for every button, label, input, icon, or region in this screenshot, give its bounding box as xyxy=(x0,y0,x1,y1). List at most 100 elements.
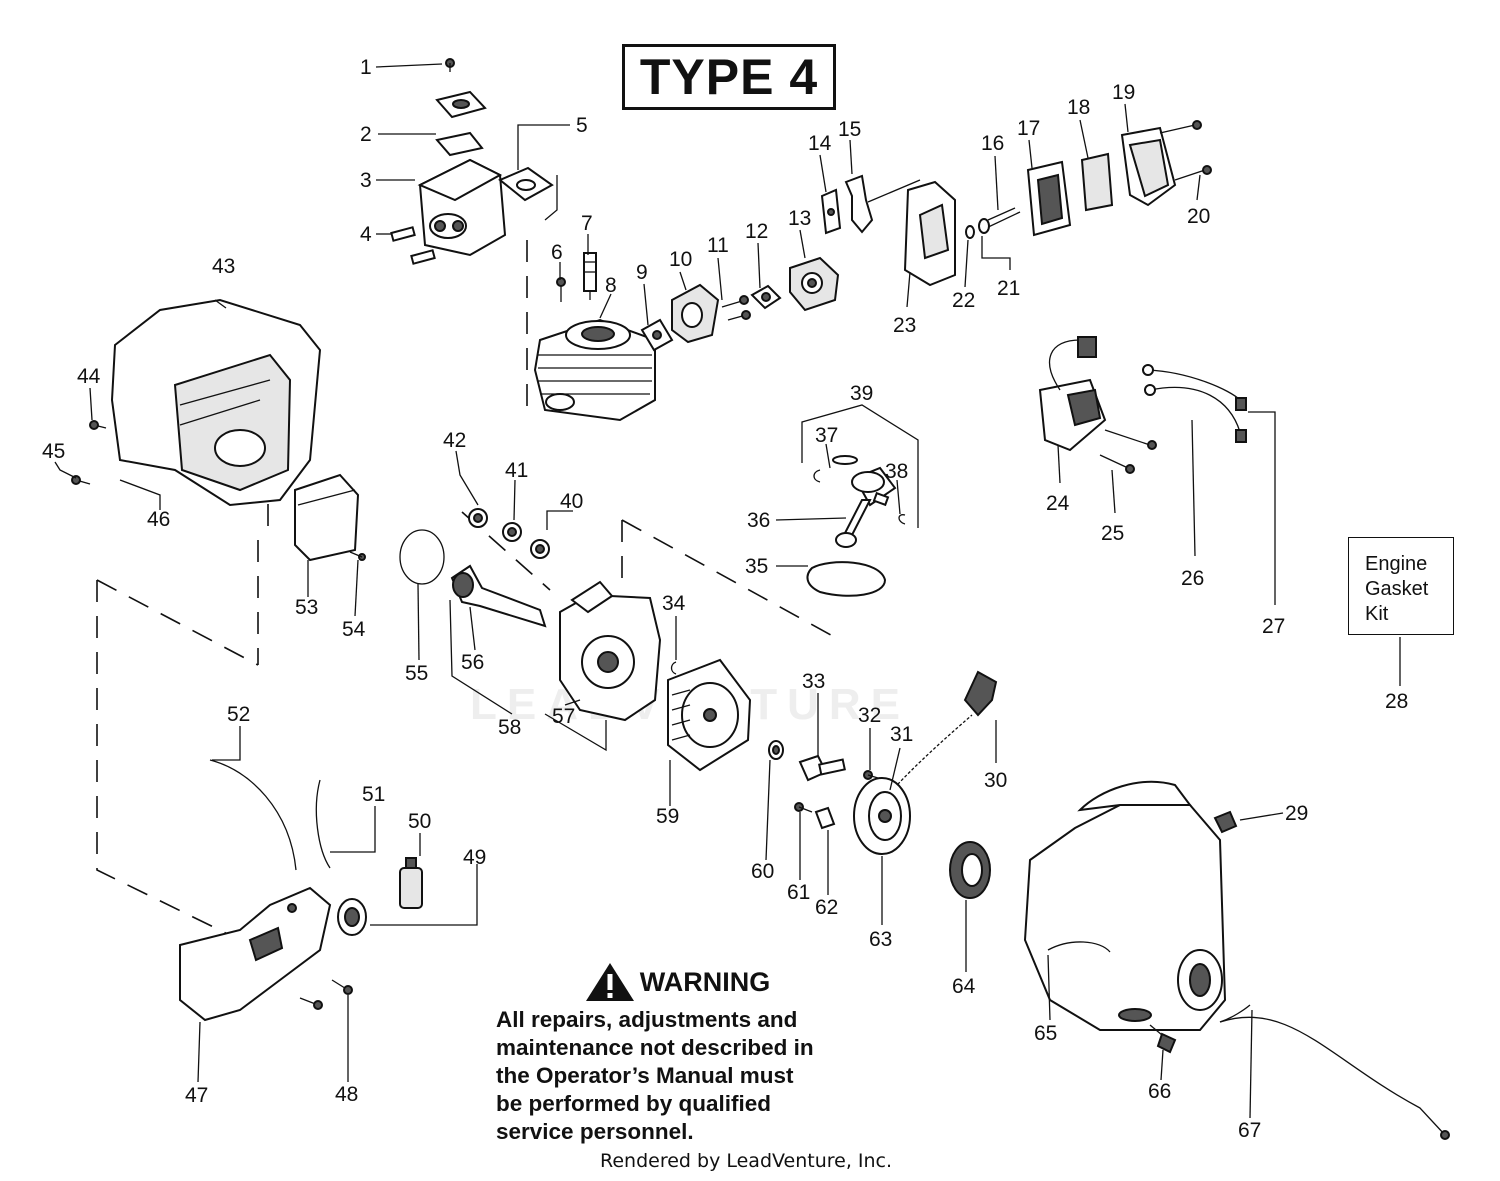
callout-26: 26 xyxy=(1181,567,1204,590)
part-50-fuel-filter xyxy=(399,857,423,909)
part-19-filter-cover xyxy=(1120,126,1177,207)
callout-20: 20 xyxy=(1187,205,1210,228)
part-17-filter-frame xyxy=(1026,160,1072,237)
type-label-box: TYPE 4 xyxy=(622,44,836,110)
callout-55: 55 xyxy=(405,662,428,685)
part-56-crankshaft xyxy=(450,564,547,628)
part-65-starter-housing xyxy=(1023,780,1227,1031)
callout-66: 66 xyxy=(1148,1080,1171,1103)
engine-gasket-kit-box: Engine Gasket Kit xyxy=(1348,537,1454,635)
kit-label-line-1: Engine xyxy=(1365,553,1428,575)
callout-25: 25 xyxy=(1101,522,1124,545)
part-1-screw xyxy=(445,58,455,72)
warning-heading-row: WARNING xyxy=(496,960,858,1004)
part-66-bolt xyxy=(1149,1024,1177,1054)
callout-1: 1 xyxy=(360,56,372,79)
part-14-gasket xyxy=(820,188,842,235)
callout-9: 9 xyxy=(636,261,648,284)
callout-22: 22 xyxy=(952,289,975,312)
callout-52: 52 xyxy=(227,703,250,726)
callout-59: 59 xyxy=(656,805,679,828)
callout-61: 61 xyxy=(787,881,810,904)
callout-63: 63 xyxy=(869,928,892,951)
callout-58: 58 xyxy=(498,716,521,739)
callout-62: 62 xyxy=(815,896,838,919)
callout-64: 64 xyxy=(952,975,976,998)
callout-54: 54 xyxy=(342,618,366,641)
callout-numbers: 1 2 3 4 5 6 7 8 9 10 11 12 13 14 15 16 1… xyxy=(42,56,1408,1142)
warning-heading: WARNING xyxy=(639,966,771,997)
part-16-screws xyxy=(978,207,1021,234)
callout-24: 24 xyxy=(1046,492,1070,515)
callout-56: 56 xyxy=(461,651,484,674)
callout-16: 16 xyxy=(981,132,1004,155)
part-20-screws xyxy=(1159,120,1212,181)
callout-35: 35 xyxy=(745,555,768,578)
callout-17: 17 xyxy=(1017,117,1040,140)
callout-42: 42 xyxy=(443,429,466,452)
callout-67: 67 xyxy=(1238,1119,1261,1142)
part-6-screw xyxy=(556,277,566,302)
warning-line-4: be performed by qualified xyxy=(496,1091,772,1116)
part-5-gasket xyxy=(498,166,554,202)
leader-lines xyxy=(54,63,1401,1119)
callout-60: 60 xyxy=(751,860,774,883)
callout-53: 53 xyxy=(295,596,318,619)
callout-45: 45 xyxy=(42,440,65,463)
kit-label-line-2: Gasket xyxy=(1365,578,1429,600)
part-10-intake-adapter xyxy=(671,283,720,344)
part-59-flywheel xyxy=(667,658,752,772)
part-15-lever xyxy=(844,174,874,234)
part-55-o-ring xyxy=(399,529,445,585)
part-67-throttle-cable xyxy=(1219,1004,1450,1140)
part-11-screws xyxy=(721,295,751,321)
kit-label-line-3: Kit xyxy=(1365,603,1389,625)
callout-43: 43 xyxy=(212,255,235,278)
callout-5: 5 xyxy=(576,114,588,137)
callout-41: 41 xyxy=(505,459,528,482)
part-61-62-screw-spring xyxy=(794,802,836,830)
callout-18: 18 xyxy=(1067,96,1090,119)
callout-30: 30 xyxy=(984,769,1007,792)
callout-10: 10 xyxy=(669,248,692,271)
callout-37: 37 xyxy=(815,424,838,447)
callout-36: 36 xyxy=(747,509,770,532)
part-51-52-fuel-lines xyxy=(209,759,331,871)
part-18-filter xyxy=(1080,152,1114,212)
part-48-screws xyxy=(299,979,353,1010)
part-30-starter-handle xyxy=(963,670,998,717)
part-24-ignition-coil xyxy=(1038,336,1107,452)
callout-12: 12 xyxy=(745,220,768,243)
callout-40: 40 xyxy=(560,490,583,513)
callout-51: 51 xyxy=(362,783,385,806)
part-60-washer xyxy=(768,740,784,760)
part-34-clip xyxy=(670,661,677,675)
rendered-by-footer: Rendered by LeadVenture, Inc. xyxy=(600,1150,893,1172)
warning-line-2: maintenance not described in xyxy=(496,1035,814,1060)
part-7-spark-plug xyxy=(583,252,597,300)
part-22-ring xyxy=(965,225,975,239)
callout-19: 19 xyxy=(1112,81,1135,104)
callout-57: 57 xyxy=(552,705,575,728)
part-23-air-filter-base xyxy=(867,179,956,287)
part-26-27-ground-wires xyxy=(1142,364,1247,443)
callout-44: 44 xyxy=(77,365,101,388)
part-35-gasket xyxy=(806,561,887,597)
part-2-plates xyxy=(435,90,487,157)
callout-13: 13 xyxy=(788,207,811,230)
part-4-screws xyxy=(390,226,436,265)
callout-3: 3 xyxy=(360,169,372,192)
callout-34: 34 xyxy=(662,592,686,615)
warning-line-3: the Operator’s Manual must xyxy=(496,1063,794,1088)
callout-38: 38 xyxy=(885,460,908,483)
part-33-bolt xyxy=(798,754,846,782)
part-44-45-screws xyxy=(71,420,107,485)
part-12-gasket xyxy=(750,284,782,310)
callout-4: 4 xyxy=(360,223,372,246)
part-40-41-42-bearings xyxy=(468,508,550,559)
callout-46: 46 xyxy=(147,508,170,531)
part-57-crankcase xyxy=(559,580,662,722)
callout-49: 49 xyxy=(463,846,486,869)
part-47-fuel-tank xyxy=(179,886,332,1022)
